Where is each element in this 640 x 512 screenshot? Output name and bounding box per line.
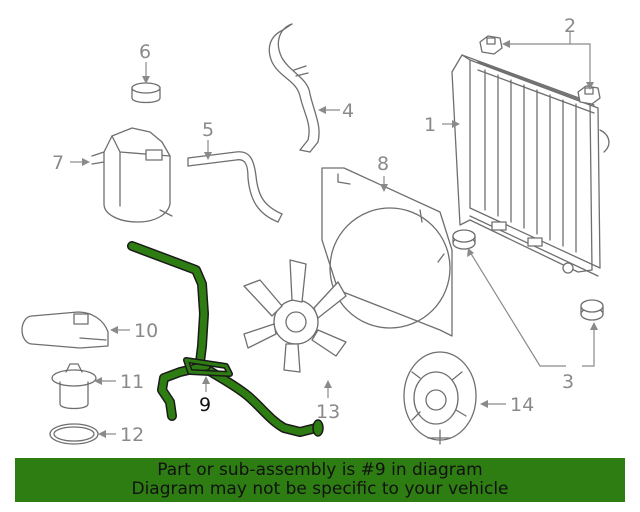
thermostat <box>51 363 97 410</box>
callout-9: 9 <box>199 394 211 416</box>
callout-11: 11 <box>120 371 144 393</box>
callout-7: 7 <box>52 152 64 174</box>
leader-lines <box>70 32 598 438</box>
callout-14: 14 <box>510 394 534 416</box>
fan-blade <box>243 259 347 373</box>
gasket <box>49 423 99 445</box>
banner-line-1: Part or sub-assembly is #9 in diagram <box>157 460 483 480</box>
callout-5: 5 <box>202 119 214 141</box>
heater-hose-highlighted <box>127 241 324 437</box>
fan-clutch <box>403 351 477 445</box>
callout-8: 8 <box>377 153 389 175</box>
fan-shroud <box>321 167 453 337</box>
info-banner: Part or sub-assembly is #9 in diagram Di… <box>15 458 625 502</box>
radiator <box>451 54 610 277</box>
callout-3: 3 <box>562 371 574 393</box>
callout-1: 1 <box>424 114 436 136</box>
upper-hose <box>268 23 320 153</box>
reservoir-cap <box>131 82 161 104</box>
callout-6: 6 <box>139 41 151 63</box>
expansion-tank <box>91 127 173 223</box>
callout-2: 2 <box>564 15 576 37</box>
lower-insulator <box>452 229 604 321</box>
thermostat-housing <box>21 311 109 349</box>
callout-13: 13 <box>316 401 340 423</box>
callout-10: 10 <box>134 320 158 342</box>
callout-4: 4 <box>342 100 354 122</box>
banner-line-2: Diagram may not be specific to your vehi… <box>131 479 509 499</box>
bypass-hose <box>187 151 283 223</box>
upper-mount <box>479 35 601 105</box>
callout-12: 12 <box>120 424 144 446</box>
